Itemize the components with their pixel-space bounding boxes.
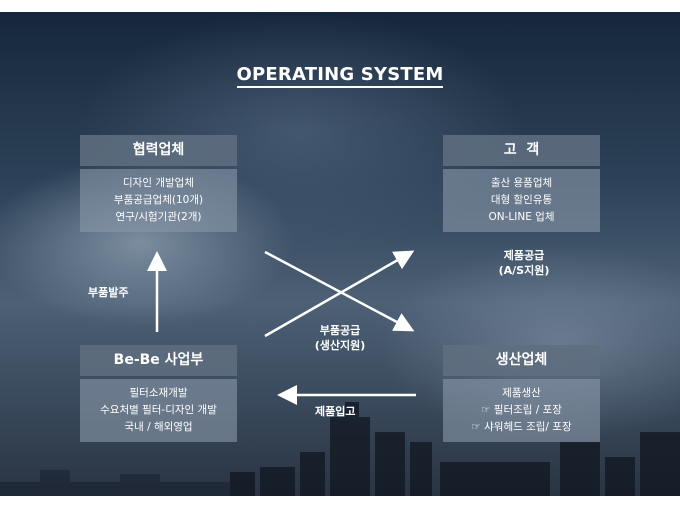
customers-line: ON-LINE 업체 — [488, 211, 555, 223]
partners-body: 디자인 개발업체 부품공급업체(10개) 연구/시험기관(2개) — [80, 169, 237, 232]
order-label: 부품발주 — [88, 286, 129, 299]
bebe-line: 수요처별 필터-디자인 개발 — [100, 404, 217, 416]
customers-body: 출산 용품업체 대형 할인유통 ON-LINE 업체 — [443, 169, 600, 232]
partners-box: 협력업체 디자인 개발업체 부품공급업체(10개) 연구/시험기관(2개) — [80, 135, 237, 232]
receive-label: 제품입고 — [315, 405, 356, 418]
production-header: 생산업체 — [443, 345, 600, 376]
partners-line: 연구/시험기관(2개) — [115, 211, 202, 223]
bebe-division-box: Be-Be 사업부 필터소재개발 수요처별 필터-디자인 개발 국내 / 해외영… — [80, 345, 237, 442]
partners-line: 디자인 개발업체 — [123, 177, 194, 189]
bebe-division-body: 필터소재개발 수요처별 필터-디자인 개발 국내 / 해외영업 — [80, 379, 237, 442]
partners-header: 협력업체 — [80, 135, 237, 166]
customers-line: 대형 할인유통 — [490, 194, 553, 206]
city-skyline-background — [0, 402, 680, 496]
production-box: 생산업체 제품생산 ☞ 필터조립 / 포장 ☞ 샤워헤드 조립/ 포장 — [443, 345, 600, 442]
bebe-division-header: Be-Be 사업부 — [80, 345, 237, 376]
customers-header: 고 객 — [443, 135, 600, 166]
production-line: 제품생산 — [502, 387, 541, 399]
production-line: ☞ 필터조립 / 포장 — [481, 404, 562, 416]
bebe-line: 국내 / 해외영업 — [124, 421, 193, 433]
supply-parts-line: 부품공급 — [319, 324, 361, 337]
supply-product-line: 제품공급 — [503, 249, 545, 262]
supply-product-label: 제품공급 (A/S지원) — [480, 248, 568, 278]
flow-arrows — [147, 250, 416, 405]
supply-product-arrow — [264, 250, 415, 338]
customers-line: 출산 용품업체 — [490, 177, 553, 189]
supply-parts-arrow — [264, 250, 415, 332]
customers-box: 고 객 출산 용품업체 대형 할인유통 ON-LINE 업체 — [443, 135, 600, 232]
supply-parts-line: (생산지원) — [314, 339, 366, 352]
partners-line: 부품공급업체(10개) — [113, 194, 204, 206]
supply-parts-label: 부품공급 (생산지원) — [300, 323, 380, 353]
production-body: 제품생산 ☞ 필터조립 / 포장 ☞ 샤워헤드 조립/ 포장 — [443, 379, 600, 442]
slide-background: OPERATING SYSTEM 협력업체 디자인 개발업체 부품공급업체(10… — [0, 12, 680, 496]
diagram-title: OPERATING SYSTEM — [0, 64, 680, 88]
production-line: ☞ 샤워헤드 조립/ 포장 — [471, 421, 572, 433]
bebe-line: 필터소재개발 — [129, 387, 188, 399]
supply-product-line: (A/S지원) — [498, 264, 550, 277]
